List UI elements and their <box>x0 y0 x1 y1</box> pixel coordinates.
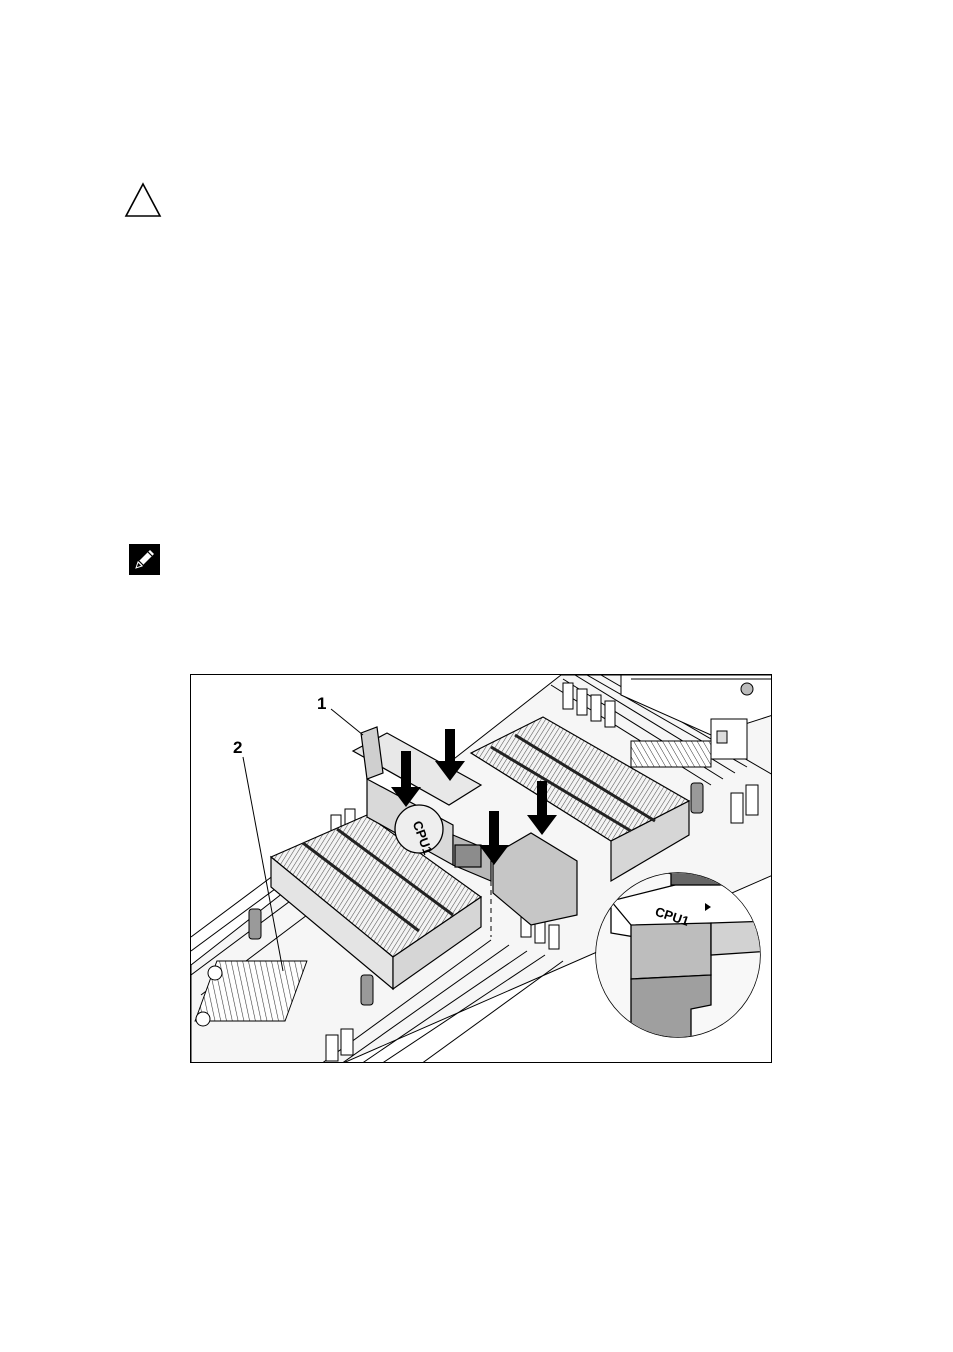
caution-triangle-icon <box>124 182 162 218</box>
cooling-shroud-installation-figure: CPU1 <box>190 674 772 1063</box>
callout-1: 1 <box>317 694 326 713</box>
cpu1-magnified-inset: CPU1 <box>591 871 771 1055</box>
note-pencil-icon <box>129 544 160 575</box>
callout-2: 2 <box>233 738 242 757</box>
